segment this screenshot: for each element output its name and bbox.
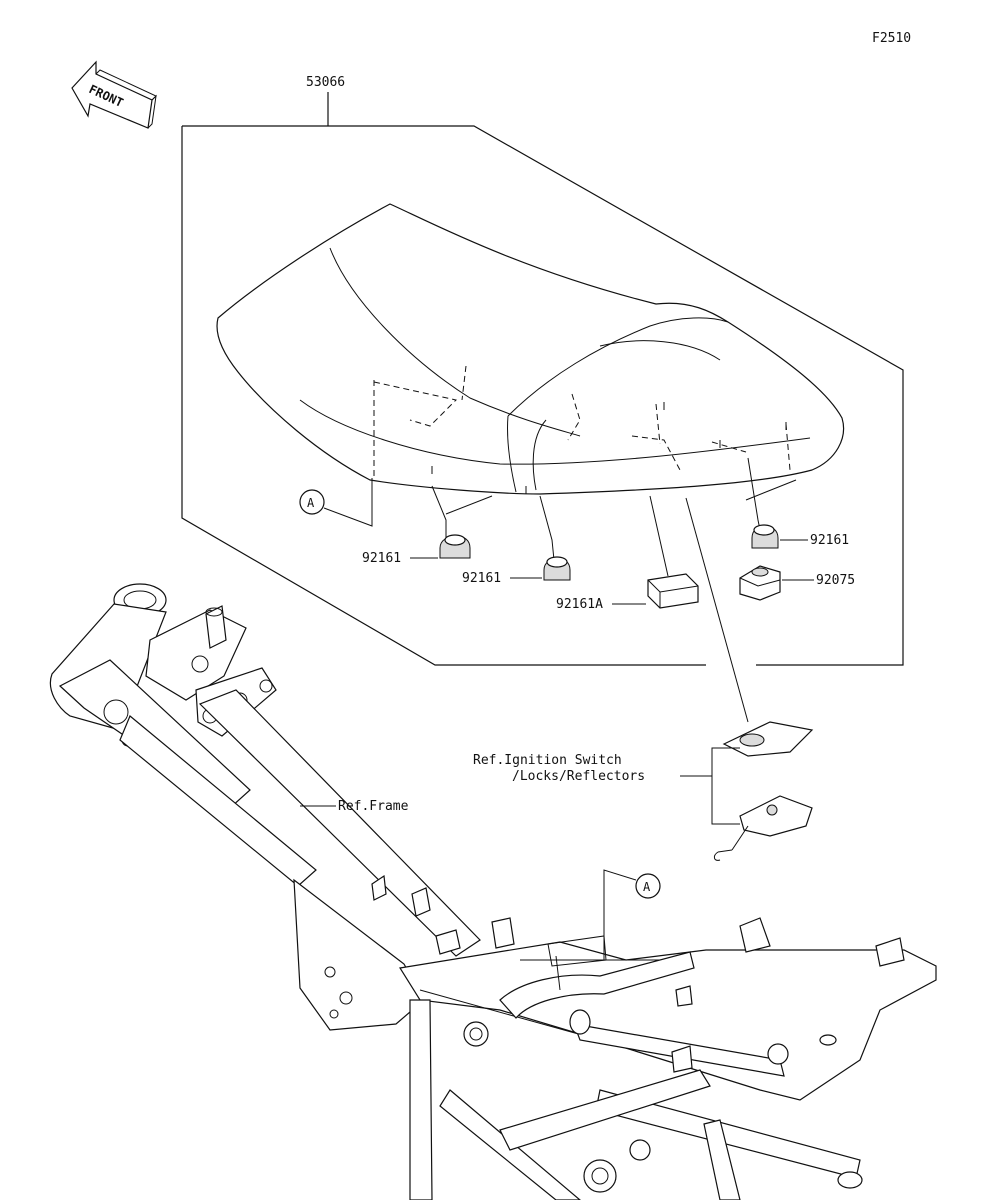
seat-lock-assembly	[713, 721, 814, 861]
seat-leader-lines	[431, 457, 797, 723]
seat-assembly-bracket	[181, 92, 904, 666]
seat	[216, 203, 844, 495]
part-label-seat: 53066	[306, 75, 345, 90]
part-label-92161-middle: 92161	[462, 571, 501, 586]
part-label-92161a: 92161A	[556, 597, 603, 612]
ref-ignition-line1: Ref.Ignition Switch	[473, 753, 622, 768]
part-label-92161-right: 92161	[810, 533, 849, 548]
callout-a-bottom: A	[603, 869, 661, 960]
callout-a-top-label: A	[307, 496, 315, 510]
damper-92161-right	[751, 524, 779, 549]
damper-92161-middle	[543, 556, 571, 581]
part-label-92161-left: 92161	[362, 551, 401, 566]
diagram-code: F2510	[872, 31, 911, 46]
ref-ignition-line2: /Locks/Reflectors	[512, 769, 645, 784]
callout-a-top: A	[299, 478, 373, 527]
ref-frame-label: Ref.Frame	[338, 799, 409, 814]
damper-92161-left	[439, 534, 471, 559]
damper-92161a-block	[647, 573, 699, 609]
frame	[49, 583, 937, 1200]
part-label-92075: 92075	[816, 573, 855, 588]
seat-hidden-lines	[373, 365, 791, 494]
front-arrow-icon: FRONT	[71, 60, 157, 129]
damper-92075	[739, 565, 781, 601]
callout-a-bottom-label: A	[643, 880, 651, 894]
